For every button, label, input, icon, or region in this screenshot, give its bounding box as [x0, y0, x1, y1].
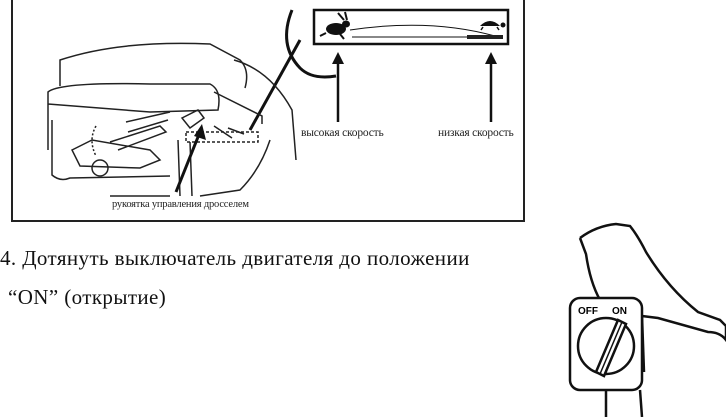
on-label: ON [612, 306, 627, 317]
scale-bracket [285, 9, 337, 79]
off-label: OFF [578, 306, 598, 317]
engine-switch-knob[interactable] [576, 316, 636, 378]
turtle-icon [480, 21, 506, 31]
engine-drawing [47, 42, 297, 197]
switch-labels: OFF ON [578, 306, 627, 317]
high-speed-arrow [332, 52, 344, 122]
throttle-arrow [174, 124, 206, 193]
engine-switch-figure: OFF ON [568, 222, 726, 417]
low-speed-arrow [485, 52, 497, 122]
throttle-figure [47, 8, 510, 197]
speed-scale [312, 8, 510, 46]
instruction-line-2: “ON” (открытие) [8, 285, 167, 309]
high-speed-caption: высокая скорость [301, 127, 384, 139]
instruction-line-1: 4. Дотянуть выключатель двигателя до пол… [0, 246, 470, 270]
throttle-figure-frame [11, 0, 525, 222]
throttle-caption: рукоятка управления дросселем [112, 199, 249, 210]
rabbit-icon [319, 11, 350, 40]
low-speed-caption: низкая скорость [438, 127, 514, 139]
